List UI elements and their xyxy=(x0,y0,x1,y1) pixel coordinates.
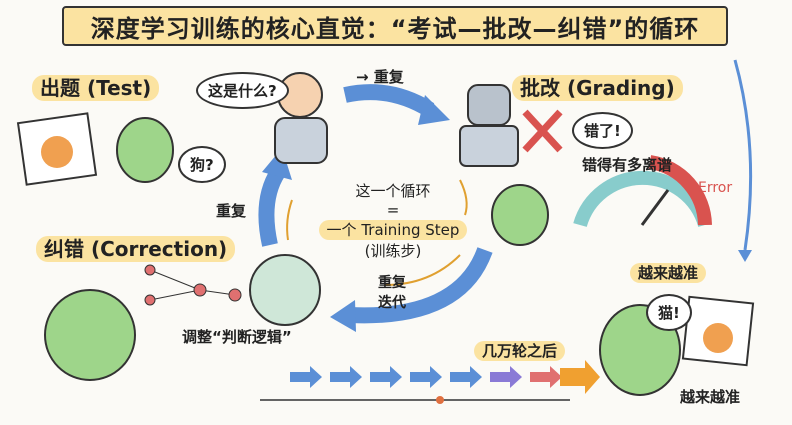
teacher-body xyxy=(274,117,328,164)
cycle-arrow-top xyxy=(343,84,435,117)
cycle-arrow-top-head xyxy=(418,95,450,125)
inner-arrow-right xyxy=(459,179,468,216)
error-label: Error xyxy=(698,180,733,196)
test-label: 出题 (Test) xyxy=(32,72,160,101)
cat-icon xyxy=(41,136,73,168)
left-repeat-label: 重复 xyxy=(216,202,247,220)
robot-speech-bubble: 错了! xyxy=(572,112,633,149)
bottom-repeat-label: 重复 迭代 xyxy=(378,275,406,311)
center-equals: = xyxy=(386,201,400,219)
top-repeat-label: → 重复 xyxy=(356,68,404,86)
inner-arrow-bottom xyxy=(384,254,461,286)
result-bottom-label: 越来越准 xyxy=(680,388,741,406)
correction-label: 纠错 (Correction) xyxy=(36,233,236,262)
alien-correction xyxy=(44,289,136,381)
center-text: 这一个循环 = 一个 Training Step (训练步) xyxy=(318,180,468,261)
center-line2: 一个 Training Step xyxy=(318,219,468,240)
progress-arrows xyxy=(290,360,600,394)
right-edge-arrow-head xyxy=(738,250,752,262)
robot-body xyxy=(459,125,519,167)
alien-test xyxy=(116,117,174,183)
center-line1: 这一个循环 xyxy=(355,182,431,200)
error-gauge-needle xyxy=(640,189,670,226)
teacher-speech-bubble: 这是什么? xyxy=(196,72,289,109)
cycle-arrow-bottom xyxy=(349,247,493,324)
neural-network-icon xyxy=(144,264,242,306)
cycle-arrow-left xyxy=(258,167,285,247)
grading-label: 批改 (Grading) xyxy=(512,72,683,101)
robot-head xyxy=(467,84,511,126)
gauge-caption: 错得有多离谱 xyxy=(582,156,673,174)
progress-label: 几万轮之后 xyxy=(474,340,566,361)
result-top-label: 越来越准 xyxy=(630,262,707,283)
center-line3: (训练步) xyxy=(364,242,422,260)
wrong-x-icon xyxy=(522,109,563,153)
cat-icon-result xyxy=(703,323,733,353)
page-title: 深度学习训练的核心直觉：“考试—批改—纠错”的循环 xyxy=(62,6,728,46)
result-speech-bubble: 猫! xyxy=(646,294,692,331)
adjustment-dial xyxy=(249,254,321,326)
right-edge-arrow xyxy=(733,59,753,251)
inner-arrow-left xyxy=(286,199,293,241)
alien-grading xyxy=(491,184,549,246)
alien-speech-bubble: 狗? xyxy=(178,146,226,183)
cycle-arrow-bottom-head xyxy=(330,300,356,332)
correction-caption: 调整“判断逻辑” xyxy=(182,328,292,346)
